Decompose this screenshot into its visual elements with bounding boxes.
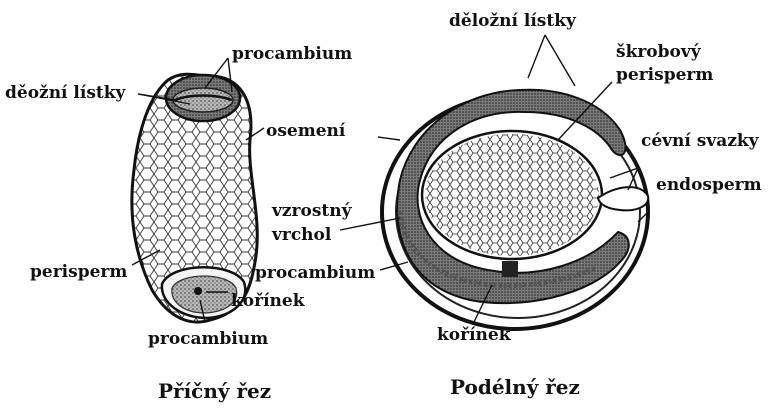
label-procambium-top: procambium [232,44,352,64]
label-endosperm: endosperm [656,175,762,195]
caption-longitudinal-section: Podélný řez [450,375,580,399]
label-radicle-cross: kořínek [231,291,306,311]
label-growing-tip-1: vzrostný [271,201,353,221]
cross-cotyledon-inner [173,88,233,112]
long-perisperm-cells [425,134,599,256]
label-procambium-long: procambium [255,263,375,283]
label-growing-tip-2: vrchol [271,225,332,245]
pointer-testa-long [378,137,400,140]
cross-procambium-core [194,287,202,295]
label-starchy-perisperm-2: perisperm [616,65,713,85]
long-radicle-mark [502,261,518,277]
pointer-cotyledons-long [528,35,575,86]
label-cotyledons-cross: děožní lístky [5,83,127,103]
label-vascular-bundles: cévní svazky [641,131,760,151]
label-starchy-perisperm-1: škrobový [616,42,702,62]
cross-radicle-inner [172,276,237,313]
label-perisperm-cross: perisperm [30,262,127,282]
label-cotyledons-long: děložní lístky [449,11,577,31]
cross-section: procambium děožní lístky osemení perispe… [5,44,352,403]
label-radicle-long: kořínek [437,325,512,345]
label-procambium-bottom: procambium [148,329,268,349]
label-testa-cross: osemení [266,121,346,141]
caption-cross-section: Příčný řez [158,379,271,403]
longitudinal-section: děložní lístky škrobový perisperm cévní … [255,11,762,399]
